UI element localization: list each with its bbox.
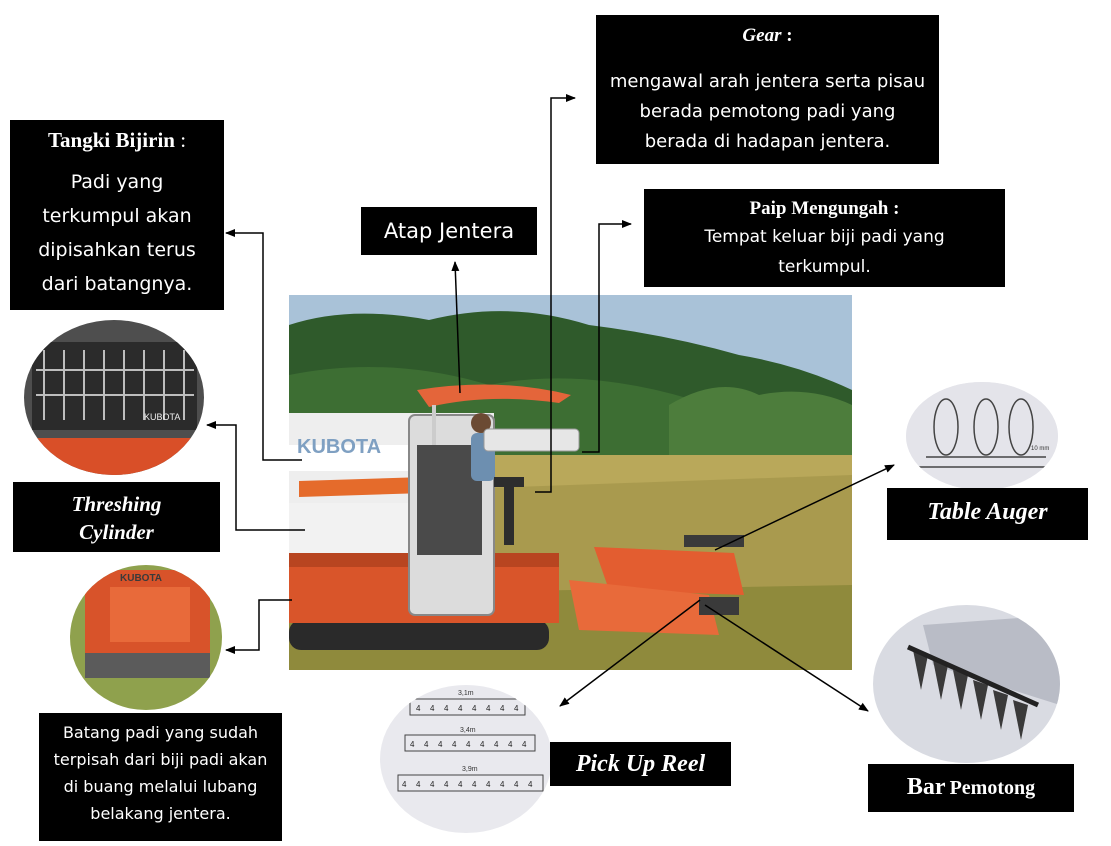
svg-text:4: 4 [416,780,421,789]
reel-dim-1: 3,1m [458,690,474,697]
bar-label: Bar [906,774,946,800]
svg-text:4: 4 [438,740,443,749]
threshing-brand: KUBOTA [144,412,180,422]
svg-text:4: 4 [444,780,449,789]
gear-label-box: Gear : mengawal arah jentera serta pisau… [596,15,939,164]
kubota-logo: KUBOTA [297,436,381,458]
svg-text:4: 4 [508,740,513,749]
reel-dim-3: 3,9m [462,766,478,773]
gear-title: Gear [742,25,782,46]
cutter-bar-inset [873,605,1060,763]
svg-text:4: 4 [458,780,463,789]
svg-text:4: 4 [522,740,527,749]
batang-description: Batang padi yang sudah terpisah dari bij… [53,723,268,823]
svg-text:4: 4 [472,780,477,789]
rear-outlet-inset: KUBOTA [70,565,222,710]
svg-text:4: 4 [514,780,519,789]
svg-text:4: 4 [466,740,471,749]
svg-text:4: 4 [452,740,457,749]
svg-text:4: 4 [430,780,435,789]
paip-title: Paip Mengungah : [749,198,900,219]
svg-text:4: 4 [528,780,533,789]
threshing-label-box: Threshing Cylinder [13,482,220,552]
reel-dim-2: 3,4m [460,727,476,734]
svg-text:4: 4 [424,740,429,749]
tangki-label-box: Tangki Bijirin : Padi yang terkumpul aka… [10,120,224,310]
svg-text:4: 4 [444,704,449,713]
table-auger-label-box: Table Auger [887,488,1088,540]
svg-text:4: 4 [514,704,519,713]
paip-description: Tempat keluar biji padi yang terkumpul. [704,227,945,277]
svg-text:4: 4 [500,780,505,789]
svg-text:4: 4 [402,780,407,789]
table-auger-inset: 10 mm [906,382,1058,490]
rear-outlet-connector [225,599,292,654]
table-auger-label: Table Auger [927,499,1048,525]
paip-label-box: Paip Mengungah : Tempat keluar biji padi… [644,189,1005,287]
combine-harvester-photo: KUBOTA [289,295,852,670]
svg-text:4: 4 [500,704,505,713]
svg-text:4: 4 [472,704,477,713]
svg-text:4: 4 [486,780,491,789]
tangki-sep: : [174,128,187,152]
svg-text:4: 4 [486,704,491,713]
tangki-description: Padi yang terkumpul akan dipisahkan teru… [38,171,196,295]
svg-text:4: 4 [480,740,485,749]
atap-label: Atap Jentera [383,219,515,243]
bar-pemotong-label-box: Bar Pemotong [868,764,1074,812]
threshing-cylinder-inset: KUBOTA [24,320,204,475]
pick-up-reel-label-box: Pick Up Reel [550,742,731,786]
svg-text:4: 4 [458,704,463,713]
auger-dimension: 10 mm [1031,446,1049,452]
atap-label-box: Atap Jentera [361,207,537,255]
svg-text:4: 4 [430,704,435,713]
gear-sep: : [781,25,793,46]
threshing-label-line1: Threshing [71,492,162,516]
svg-text:4: 4 [494,740,499,749]
harvester-illustration: KUBOTA [289,295,852,670]
pick-up-reel-label: Pick Up Reel [575,751,706,777]
batang-label-box: Batang padi yang sudah terpisah dari bij… [39,713,282,841]
tangki-title: Tangki Bijirin [47,128,175,152]
gear-description: mengawal arah jentera serta pisau berada… [609,71,926,152]
svg-text:4: 4 [416,704,421,713]
pemotong-label: Pemotong [949,777,1036,799]
rear-inset-brand: KUBOTA [120,573,162,584]
svg-text:4: 4 [410,740,415,749]
threshing-label-line2: Cylinder [79,520,154,544]
